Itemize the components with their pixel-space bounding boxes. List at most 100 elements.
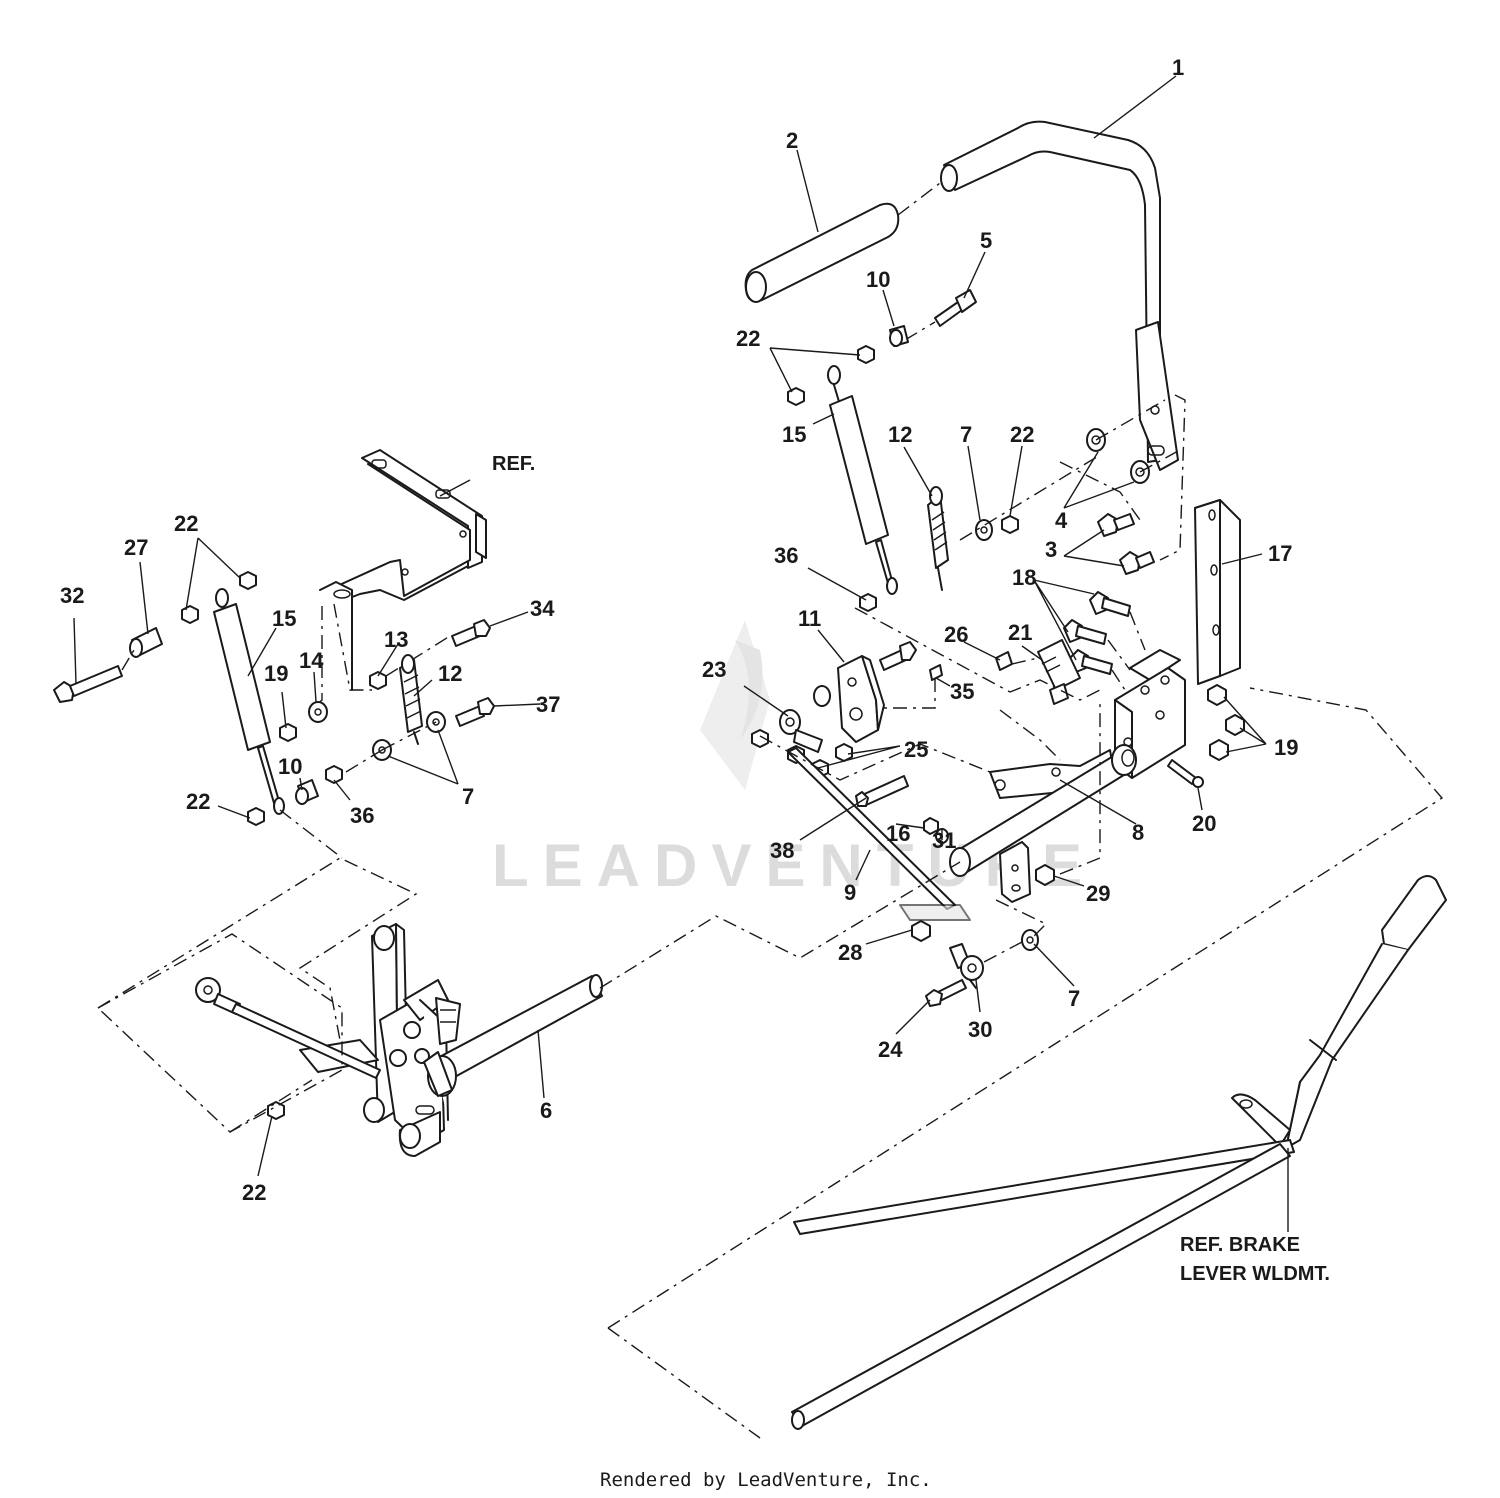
callout-22d: 22	[186, 789, 210, 814]
ref-bracket-label: REF.	[492, 453, 535, 475]
callout-25: 25	[904, 737, 928, 762]
part-26	[995, 651, 1013, 671]
nut-22e	[239, 571, 257, 590]
callout-1: 1	[1172, 55, 1184, 80]
ref-brake-label-line1: REF. BRAKE	[1180, 1234, 1300, 1256]
bolt-3a	[1097, 513, 1135, 537]
linkage-rod	[195, 977, 381, 1079]
brake-lever	[791, 875, 1447, 1430]
nut-22c	[1001, 515, 1019, 534]
callout-36a: 36	[774, 543, 798, 568]
callout-7b: 7	[462, 784, 474, 809]
lower-bracket	[299, 923, 461, 1157]
bolt-5	[934, 289, 977, 327]
nut-29	[1035, 864, 1055, 886]
nut-22a	[857, 345, 875, 364]
handle-bar-end	[940, 164, 958, 192]
callout-9: 9	[844, 880, 856, 905]
callout-27: 27	[124, 535, 148, 560]
callout-2: 2	[786, 128, 798, 153]
spring-12-right	[927, 486, 949, 591]
callout-20: 20	[1192, 811, 1216, 836]
bolt-18a	[1089, 591, 1131, 617]
spacer-10-left	[295, 779, 319, 805]
callout-11: 11	[798, 606, 821, 631]
leader-lines	[73, 75, 1289, 1232]
nut-19c	[1209, 739, 1229, 761]
callout-29: 29	[1086, 881, 1110, 906]
callout-12b: 12	[438, 661, 462, 686]
handle-bar	[943, 120, 1161, 463]
nut-19-left	[279, 723, 297, 742]
nut-22g	[267, 1101, 285, 1120]
bracket-17	[1194, 499, 1241, 685]
callout-24: 24	[878, 1037, 903, 1062]
gas-spring-right	[827, 365, 898, 595]
nut-36-right	[859, 593, 877, 612]
nut-25c	[835, 743, 853, 762]
callout-22a: 22	[736, 326, 760, 351]
nut-13	[369, 671, 387, 690]
callout-19b: 19	[264, 661, 288, 686]
left-assembly	[53, 449, 603, 1157]
callout-23: 23	[702, 657, 726, 682]
ref-brake-label-line2: LEVER WLDMT.	[1180, 1263, 1330, 1285]
nut-22d	[181, 605, 199, 624]
callout-28: 28	[838, 940, 862, 965]
shaft-6	[423, 974, 603, 1097]
callout-22b: 22	[1010, 422, 1034, 447]
bolt-11	[879, 641, 917, 671]
bolt-20	[1167, 759, 1197, 785]
nut-22b	[787, 387, 805, 406]
callout-36b: 36	[350, 803, 374, 828]
bolt-37	[455, 697, 495, 727]
callout-3: 3	[1045, 537, 1057, 562]
bracket-11	[837, 655, 885, 743]
callout-13: 13	[384, 627, 408, 652]
ball-joint-30	[949, 943, 984, 989]
callout-17: 17	[1268, 541, 1292, 566]
callouts: 1 2 3 4 5 6 7 7 7 8 9 10 10 11 12 12 13 …	[60, 55, 1298, 1205]
callout-31: 31	[932, 828, 956, 853]
callout-8: 8	[1132, 820, 1144, 845]
nut-19a	[1207, 684, 1227, 706]
switch-21	[1037, 639, 1081, 705]
callout-37: 37	[536, 692, 560, 717]
spacer-10	[889, 325, 909, 347]
callout-19a: 19	[1274, 735, 1298, 760]
spacer-27	[129, 627, 163, 658]
rod-end-23	[779, 709, 823, 753]
nut-28	[911, 920, 931, 942]
callout-12a: 12	[888, 422, 912, 447]
arm-8	[999, 841, 1031, 903]
callout-18: 18	[1012, 565, 1036, 590]
bolt-32	[53, 665, 123, 703]
callout-15a: 15	[782, 422, 806, 447]
callout-22e: 22	[242, 1180, 266, 1205]
ref-bracket	[319, 449, 487, 691]
callout-38: 38	[770, 838, 794, 863]
phantom-lines	[97, 461, 1444, 1439]
bolt-3b	[1119, 551, 1155, 575]
gas-spring-left	[213, 588, 285, 815]
callout-21: 21	[1008, 620, 1032, 645]
nut-19b	[1225, 714, 1245, 736]
callout-35: 35	[950, 679, 974, 704]
callout-22c: 22	[174, 511, 198, 536]
handle-mount-plate	[1135, 321, 1179, 471]
nut-36-left	[325, 765, 343, 784]
footer-credit: Rendered by LeadVenture, Inc.	[600, 1469, 932, 1491]
callout-4: 4	[1055, 508, 1068, 533]
screw-35	[929, 664, 943, 681]
washer-14	[308, 701, 328, 723]
nut-22f	[247, 807, 265, 826]
bolt-34	[451, 619, 491, 647]
callout-26: 26	[944, 622, 968, 647]
callout-10a: 10	[866, 267, 890, 292]
callout-15b: 15	[272, 606, 296, 631]
washer-7a	[975, 519, 993, 541]
callout-16: 16	[886, 821, 910, 846]
callout-7a: 7	[960, 422, 972, 447]
callout-34: 34	[530, 596, 555, 621]
